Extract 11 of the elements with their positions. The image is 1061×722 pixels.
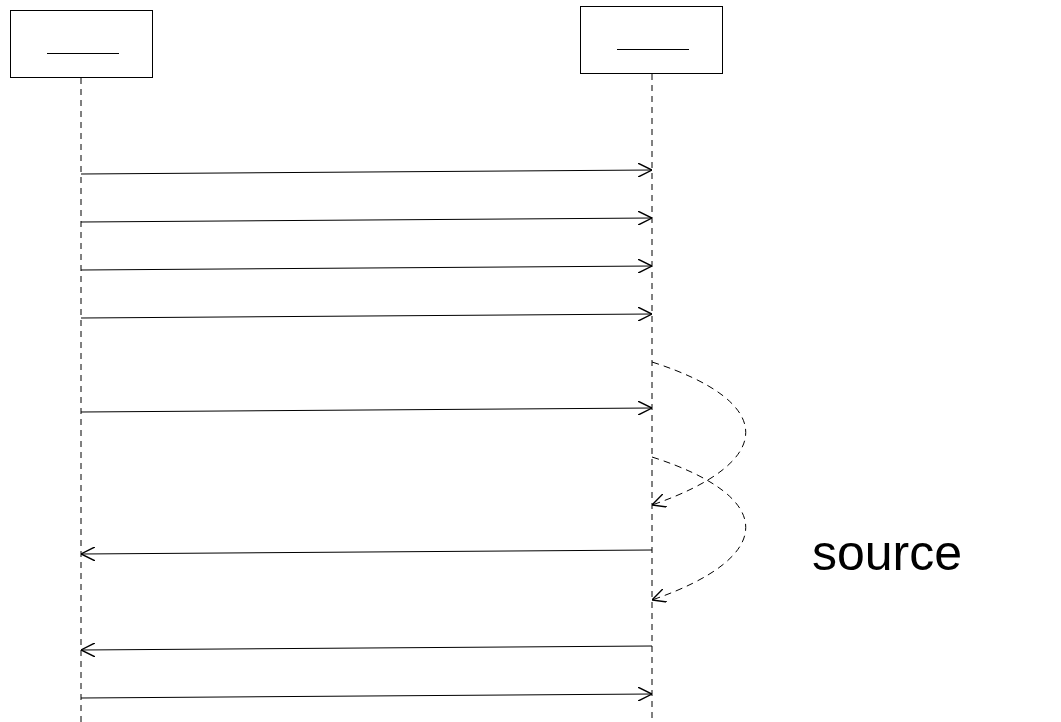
message-arrow: [80, 162, 653, 178]
message-arrow: [80, 686, 653, 702]
note-text: source: [812, 528, 963, 578]
self-message-arrow: [651, 361, 747, 508]
message-arrow: [80, 642, 653, 658]
message-arrow: [80, 306, 653, 322]
self-message-arrow: [651, 456, 747, 603]
message-arrow: [80, 400, 653, 416]
message-arrow: [80, 258, 653, 274]
message-arrow: [80, 210, 653, 226]
message-arrow: [80, 546, 653, 562]
